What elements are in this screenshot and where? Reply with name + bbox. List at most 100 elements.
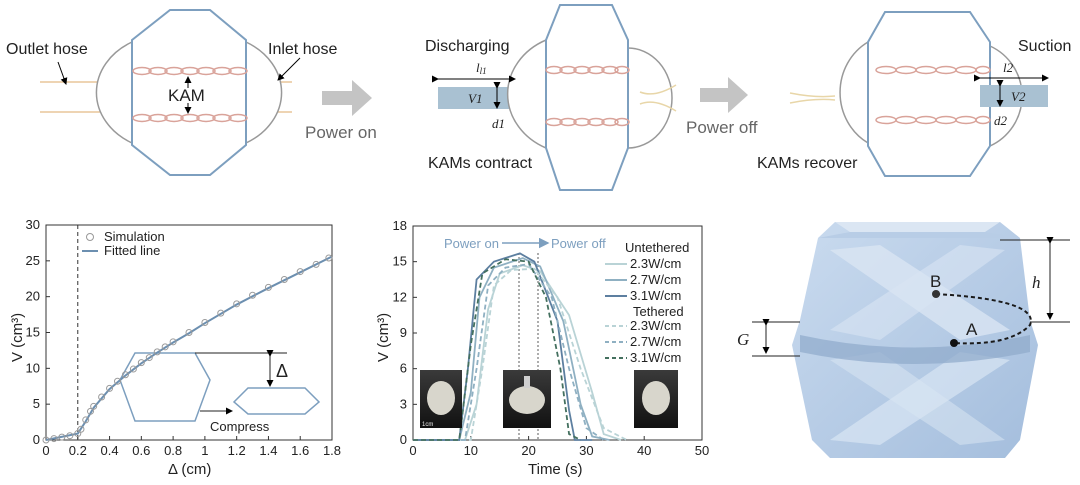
simulation-point (145, 354, 153, 362)
left-y-tick-label: 0 (33, 432, 40, 447)
g-label: G (737, 330, 749, 349)
power-off-arrow-icon (700, 77, 748, 113)
mid-y-tick-label: 0 (400, 432, 407, 447)
left-x-tick-label: 1.2 (228, 443, 246, 458)
mid-x-tick-label: 30 (579, 443, 593, 458)
left-y-tick-label: 10 (26, 360, 40, 375)
left-x-tick-label: 0 (42, 443, 49, 458)
discharging-label: Discharging (425, 38, 509, 55)
point-b-label: B (930, 272, 941, 291)
left-x-tick-label: 0.2 (69, 443, 87, 458)
v1-label: V1 (468, 91, 482, 106)
actuator-photo-3 (634, 370, 678, 428)
power-on-arrow-icon (322, 80, 372, 116)
legend-untethered-3-1: 3.1W/cm (630, 288, 681, 303)
power-off-label: Power off (686, 118, 758, 137)
left-y-tick-label: 25 (26, 253, 40, 268)
left-x-axis-label: Δ (cm) (168, 461, 211, 478)
simulation-point (82, 416, 90, 424)
series-untethered-2-7w-cm (413, 257, 610, 441)
left-y-axis-label: V (cm³) (9, 313, 26, 362)
point-a-label: A (966, 320, 978, 339)
mid-x-tick-label: 10 (464, 443, 478, 458)
v2-label: V2 (1011, 89, 1026, 104)
legend-tethered-3-1: 3.1W/cm (630, 350, 681, 365)
legend-untethered-2-7: 2.7W/cm (630, 272, 681, 287)
simulation-point (58, 433, 66, 441)
left-x-tick-label: 1.8 (323, 443, 341, 458)
simulation-point (312, 260, 320, 268)
mid-y-axis-label: V (cm³) (375, 313, 392, 362)
series-untethered-3-1w-cm (413, 252, 593, 441)
mid-x-tick-label: 20 (521, 443, 535, 458)
simulation-point (217, 309, 225, 317)
simulation-point (121, 371, 129, 379)
inset-delta-label: Δ (276, 361, 288, 381)
power-on-annotation: Power on (444, 236, 499, 251)
simulation-point (153, 348, 161, 356)
kam-label: KAM (168, 86, 205, 105)
legend-tethered-2-3: 2.3W/cm (630, 318, 681, 333)
mid-x-axis-label: Time (s) (528, 461, 582, 478)
simulation-point (137, 359, 145, 367)
power-off-annotation: Power off (551, 236, 606, 251)
legend-fitted: Fitted line (104, 243, 160, 258)
simulation-point (233, 300, 241, 308)
legend-untethered-2-3: 2.3W/cm (630, 256, 681, 271)
suction-label: Suction (1018, 38, 1071, 55)
series-tethered-3-1w-cm (413, 258, 582, 441)
legend-tethered-2-7: 2.7W/cm (630, 334, 681, 349)
mid-y-tick-label: 15 (393, 254, 407, 269)
actuator-rest-schematic (40, 9, 301, 176)
mid-x-tick-label: 0 (409, 443, 416, 458)
simulation-point (249, 291, 257, 299)
legend-tethered-title: Tethered (633, 304, 684, 319)
mid-y-tick-label: 3 (400, 396, 407, 411)
legend-simulation: Simulation (104, 229, 165, 244)
simulation-point (325, 254, 333, 262)
mid-legend (605, 263, 627, 359)
left-y-tick-label: 20 (26, 289, 40, 304)
inset-compress-label: Compress (210, 419, 270, 434)
simulation-point (264, 283, 272, 291)
left-y-tick-label: 5 (33, 396, 40, 411)
d2-label: d2 (994, 113, 1008, 128)
inlet-hose-label: Inlet hose (268, 41, 337, 58)
kams-recover-label: KAMs recover (757, 155, 858, 172)
simulation-point (77, 425, 85, 433)
mid-y-tick-label: 9 (400, 325, 407, 340)
mid-y-tick-label: 6 (400, 361, 407, 376)
left-x-tick-label: 1 (201, 443, 208, 458)
legend-untethered-title: Untethered (625, 240, 689, 255)
mid-x-tick-label: 40 (637, 443, 651, 458)
simulation-point (185, 329, 193, 336)
actuator-photo-2 (503, 370, 551, 428)
power-on-label: Power on (305, 123, 377, 142)
actuator-photo-1 (420, 370, 462, 428)
l2-label: l2 (1003, 60, 1014, 75)
simulation-point (161, 343, 169, 351)
simulation-point (42, 436, 50, 444)
simulation-point (129, 365, 137, 373)
simulation-point (98, 393, 106, 401)
outlet-hose-label: Outlet hose (6, 41, 88, 58)
photo-scale-label: 1cm (422, 422, 433, 428)
simulation-point (280, 275, 288, 283)
simulation-point (169, 338, 177, 346)
kams-contract-label: KAMs contract (428, 155, 533, 172)
left-x-tick-label: 0.6 (132, 443, 150, 458)
mid-y-tick-label: 18 (393, 218, 407, 233)
left-legend (82, 233, 98, 252)
simulation-point (86, 407, 94, 415)
actuator-3d-model (752, 222, 1070, 458)
simulation-point (201, 318, 209, 326)
simulation-point (114, 377, 121, 385)
left-y-tick-label: 30 (26, 217, 40, 232)
simulation-point (66, 432, 74, 440)
mid-y-tick-label: 12 (393, 289, 407, 304)
left-y-tick-label: 15 (26, 325, 40, 340)
h-label: h (1032, 273, 1041, 292)
d1-label: d1 (492, 116, 505, 131)
simulation-point (296, 268, 304, 276)
